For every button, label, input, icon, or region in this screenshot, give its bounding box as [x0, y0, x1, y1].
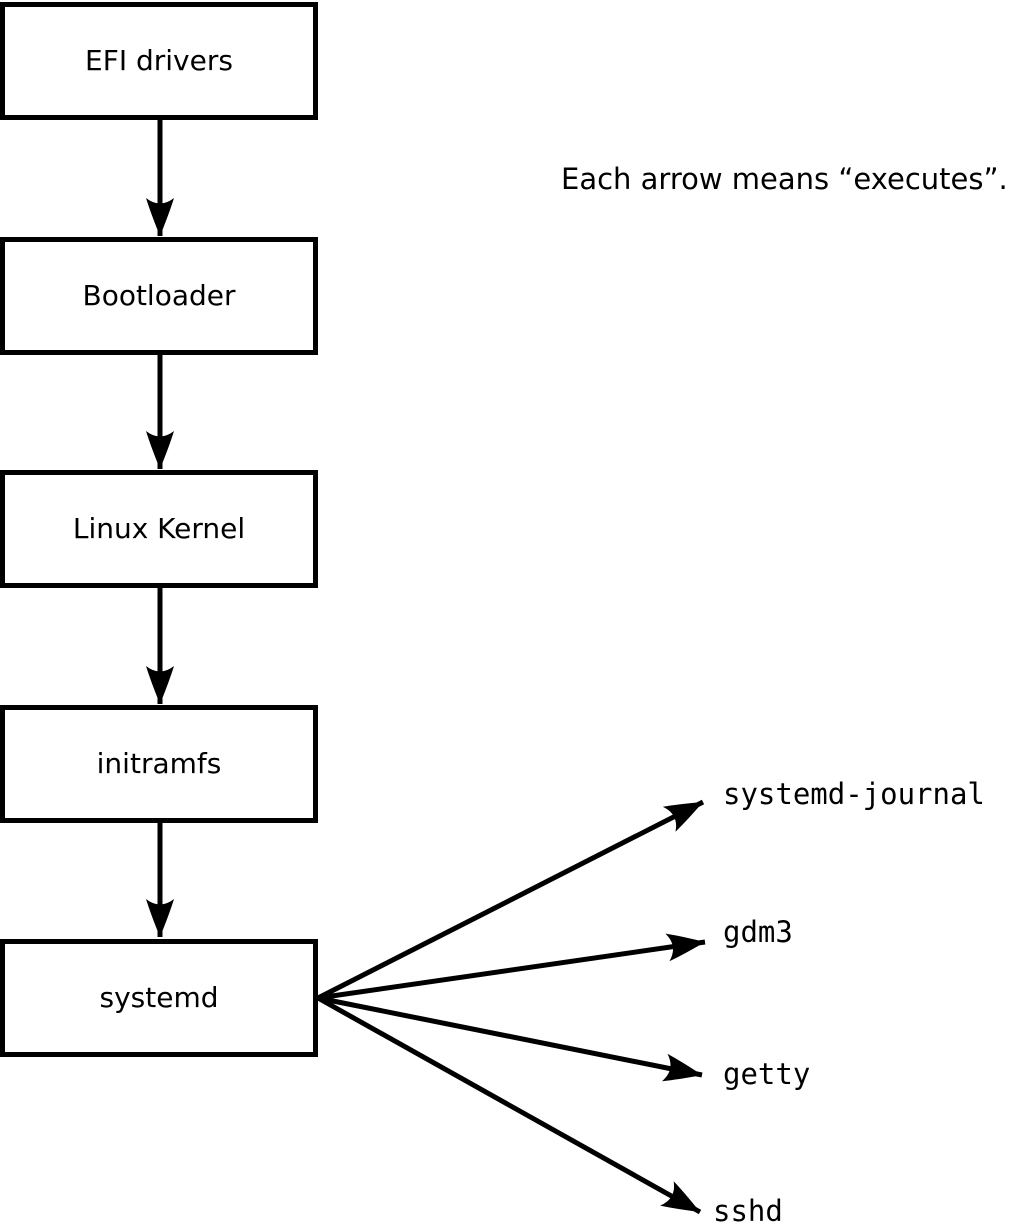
- arrow-systemd-to-gdm3: [317, 933, 706, 1001]
- node-linux-kernel: Linux Kernel: [0, 470, 318, 588]
- node-systemd-label: systemd: [99, 981, 219, 1014]
- leaf-gdm3: gdm3: [723, 915, 793, 949]
- arrow-meaning-note: Each arrow means “executes”.: [561, 162, 1008, 196]
- node-linux-kernel-label: Linux Kernel: [72, 512, 246, 545]
- node-efi-drivers: EFI drivers: [0, 2, 318, 120]
- node-efi-drivers-label: EFI drivers: [85, 44, 233, 77]
- arrow-systemd-to-journal: [316, 799, 705, 1001]
- node-initramfs: initramfs: [0, 705, 318, 823]
- leaf-getty: getty: [723, 1057, 811, 1091]
- node-bootloader-label: Bootloader: [82, 279, 236, 312]
- leaf-systemd-journal: systemd-journal: [723, 777, 985, 811]
- node-bootloader: Bootloader: [0, 237, 318, 355]
- arrow-systemd-to-sshd: [316, 995, 702, 1215]
- node-systemd: systemd: [0, 939, 318, 1057]
- node-initramfs-label: initramfs: [96, 747, 222, 780]
- leaf-sshd: sshd: [713, 1194, 783, 1228]
- arrow-systemd-to-getty: [317, 995, 703, 1082]
